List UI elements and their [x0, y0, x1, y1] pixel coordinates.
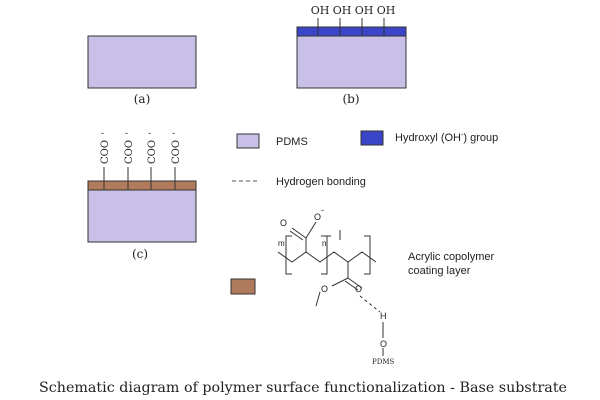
- carbonyl-lower-b: [344, 280, 359, 291]
- charge-upper: -: [321, 205, 324, 215]
- panel-a: (a): [87, 35, 197, 106]
- coo-group-4: COO: [171, 140, 182, 164]
- panel-b-label: (b): [342, 92, 359, 106]
- legend-hydroxyl-swatch: [360, 130, 384, 146]
- hydroxyl-layer-b: [296, 26, 407, 37]
- oh-group-2: OH: [333, 4, 352, 17]
- legend-pdms-label: PDMS: [276, 136, 308, 148]
- atom-o-pdms: O: [380, 339, 387, 349]
- methoxy-bond: [315, 291, 321, 307]
- coo-group-2: COO: [124, 140, 135, 164]
- legend-hbond-label: Hydrogen bonding: [276, 176, 366, 188]
- oh-group-4: OH: [377, 4, 396, 17]
- panel-c-label: (c): [132, 247, 148, 261]
- atom-o-upper-left: O: [280, 218, 287, 228]
- atom-h: H: [380, 311, 387, 321]
- chemical-labels: O O - m n O O H O PDMS: [278, 205, 394, 366]
- ester-upper: [305, 221, 317, 239]
- carbonyl-upper-b: [289, 230, 304, 241]
- atom-o-methoxy: O: [321, 284, 328, 294]
- panel-a-label: (a): [134, 92, 151, 106]
- ester-lower: [331, 277, 349, 287]
- pdms-block-b: [296, 35, 407, 89]
- subscript-m: m: [278, 239, 285, 248]
- oh-group-1: OH: [311, 4, 330, 17]
- coo-charge-1: -: [101, 129, 104, 139]
- legend-acrylic-label-2: coating layer: [408, 265, 471, 277]
- legend-acrylic-label-1: Acrylic copolymer: [408, 251, 495, 263]
- oh-group-3: OH: [355, 4, 374, 17]
- coo-group-1: COO: [100, 140, 111, 164]
- pdms-block-a: [87, 35, 197, 89]
- subscript-n: n: [322, 239, 326, 248]
- panel-c: COO - COO - COO - COO - (c): [87, 129, 197, 261]
- atom-o-upper: O: [314, 212, 321, 222]
- atom-o-carbonyl-lower: O: [355, 284, 362, 294]
- legend: PDMS Hydroxyl (OH-) group Hydrogen bondi…: [230, 130, 498, 295]
- backbone: [277, 251, 377, 263]
- carbonyl-upper-a: [291, 227, 307, 239]
- chemical-structure: [277, 221, 384, 356]
- middle-bracket: [321, 235, 328, 275]
- pdms-substrate-label: PDMS: [372, 358, 394, 366]
- hbond-dashed: [359, 295, 381, 313]
- pdms-block-c: [87, 189, 197, 243]
- carbonyl-lower-a: [347, 277, 363, 289]
- legend-acrylic-swatch: [230, 278, 256, 295]
- panel-b: OH OH OH OH (b): [296, 4, 407, 106]
- figure-caption: Schematic diagram of polymer surface fun…: [39, 380, 567, 396]
- coo-charge-3: -: [148, 129, 151, 139]
- coo-charge-4: -: [172, 129, 175, 139]
- coo-group-3: COO: [147, 140, 158, 164]
- legend-pdms-swatch: [236, 133, 260, 149]
- acrylic-layer-c: [87, 180, 197, 191]
- coo-charge-2: -: [125, 129, 128, 139]
- legend-hydroxyl-label: Hydroxyl (OH-) group: [395, 132, 498, 144]
- left-bracket: [285, 235, 292, 275]
- right-bracket: [364, 235, 371, 275]
